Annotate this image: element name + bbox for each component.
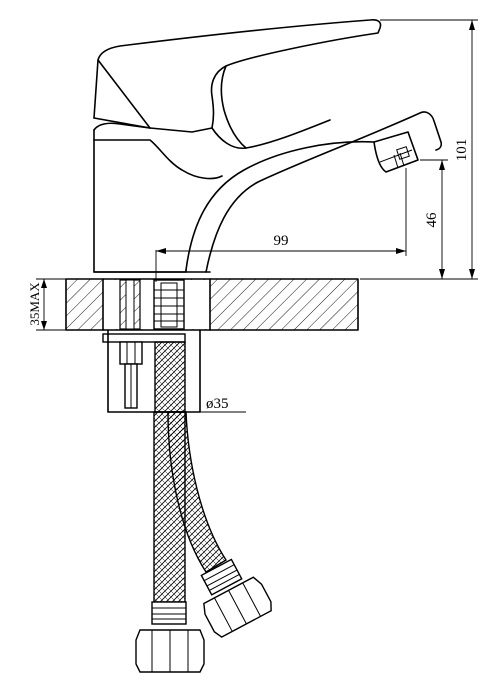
dimension-spout-reach: 99 bbox=[155, 168, 407, 282]
flexible-hoses bbox=[135, 341, 272, 673]
dimension-total-height: 101 bbox=[360, 19, 478, 280]
dimension-label-35max: 35MAX bbox=[27, 282, 42, 326]
dimension-hole-diameter: ø35 bbox=[200, 396, 246, 413]
dimension-label-46: 46 bbox=[424, 212, 440, 228]
lever-handle bbox=[93, 19, 382, 150]
dimension-label-diameter: ø35 bbox=[206, 396, 229, 412]
dimension-spout-height: 46 bbox=[420, 159, 448, 279]
faucet-body bbox=[93, 111, 443, 273]
dimension-counter-thickness: 35MAX bbox=[27, 278, 66, 331]
mounting-hardware bbox=[102, 329, 201, 413]
dimension-label-101: 101 bbox=[454, 139, 470, 162]
countertop-section bbox=[65, 278, 359, 331]
dimension-label-99: 99 bbox=[274, 233, 289, 249]
